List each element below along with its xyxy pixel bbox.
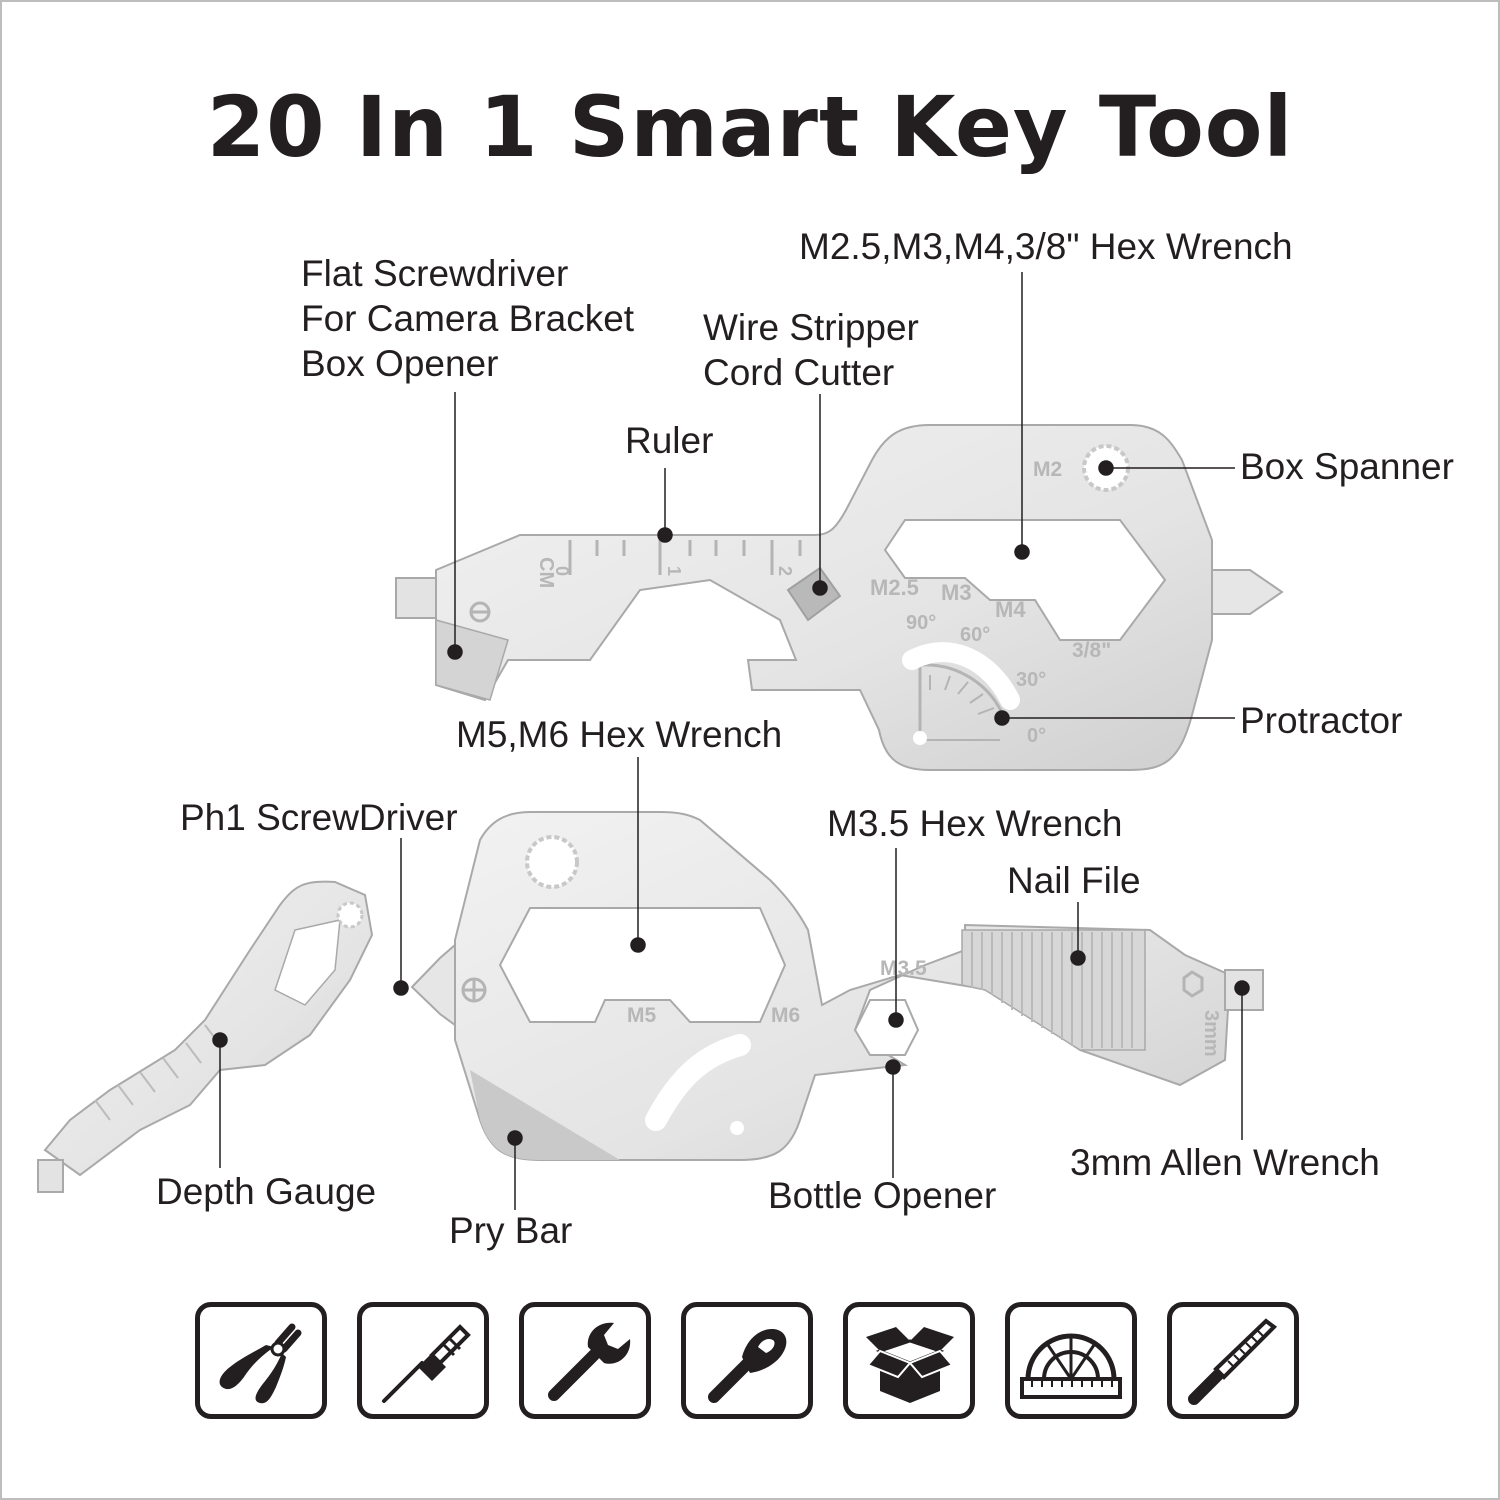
- label-pry-bar: Pry Bar: [449, 1210, 573, 1251]
- engraving-ruler-1: 1: [664, 566, 684, 576]
- top-engravings: M2 M2.5 M3 M4 3/8" 90° 60° 30° 0° CM 0 1…: [535, 458, 1111, 747]
- engraving-m4: M4: [995, 597, 1026, 622]
- label-depth-gauge: Depth Gauge: [156, 1171, 377, 1212]
- protractor-arc: [918, 663, 1007, 740]
- label-flat-screwdriver-line3: Box Opener: [301, 343, 499, 384]
- label-bottle-opener: Bottle Opener: [768, 1175, 997, 1216]
- engraving-cm: CM: [535, 557, 557, 588]
- wrench-icon-box: [519, 1302, 651, 1419]
- box-opener-edge: [435, 619, 509, 701]
- pry-bar-slot: [645, 1034, 751, 1131]
- top-tool: M2 M2.5 M3 M4 3/8" 90° 60° 30° 0° CM 0 1…: [395, 424, 1284, 771]
- label-wire-stripper-line1: Wire Stripper: [703, 307, 919, 348]
- ruler-ticks: [568, 540, 802, 575]
- nail-file-stripes: [971, 932, 1133, 1048]
- screwdriver-icon: [382, 1324, 471, 1403]
- box-icon: [866, 1327, 954, 1403]
- engraving-m35: M3.5: [880, 957, 927, 980]
- pliers-icon-box: [195, 1302, 327, 1419]
- box-icon-box: [843, 1302, 975, 1419]
- engraving-ruler-0: 0: [552, 566, 572, 576]
- label-protractor: Protractor: [1240, 700, 1403, 741]
- engraving-m3: M3: [941, 580, 972, 605]
- leader-lines: [212, 272, 1250, 1210]
- engraving-60: 60°: [960, 624, 990, 646]
- nail-file-icon-box: [1167, 1302, 1299, 1419]
- label-flat-screwdriver-line1: Flat Screwdriver: [301, 253, 569, 294]
- allen-hex-symbol: [1182, 970, 1204, 998]
- m5-m6-hex-cutout: [498, 907, 787, 1023]
- wrench-icon: [548, 1322, 631, 1401]
- wire-stripper-notch: [786, 566, 842, 622]
- label-hex-wrench-m5-m6: M5,M6 Hex Wrench: [456, 714, 783, 755]
- side-view-tip: [37, 1159, 64, 1193]
- engraving-0: 0°: [1027, 725, 1046, 747]
- label-flat-screwdriver-line2: For Camera Bracket: [301, 298, 635, 339]
- screwdriver-icon-box: [357, 1302, 489, 1419]
- label-wire-stripper-line2: Cord Cutter: [703, 352, 895, 393]
- side-view-cutout: [274, 919, 341, 1006]
- page-title: 20 In 1 Smart Key Tool: [206, 78, 1294, 176]
- protractor-icon-box: [1005, 1302, 1137, 1419]
- label-nail-file: Nail File: [1007, 860, 1141, 901]
- side-view-spanner: [336, 901, 364, 929]
- bottom-box-spanner: [525, 835, 579, 889]
- label-wire-stripper: Wire Stripper Cord Cutter: [703, 305, 919, 395]
- pry-bar-hole: [730, 1121, 744, 1135]
- flat-screwdriver-tip: [395, 577, 442, 619]
- label-box-spanner: Box Spanner: [1240, 446, 1454, 487]
- protractor-pivot: [913, 731, 927, 745]
- protractor-ticks: [920, 675, 1000, 741]
- label-ph1-screwdriver: Ph1 ScrewDriver: [180, 797, 458, 838]
- engraving-m5: M5: [627, 1004, 656, 1027]
- engraving-90: 90°: [906, 612, 936, 634]
- protractor-slot: [902, 642, 1020, 710]
- tool-illustration: M2 M2.5 M3 M4 3/8" 90° 60° 30° 0° CM 0 1…: [37, 272, 1284, 1210]
- label-ruler: Ruler: [625, 420, 714, 461]
- nail-file-icon: [1188, 1318, 1278, 1405]
- bottom-tool: M5 M6 M3.5 3mm: [410, 811, 1264, 1161]
- engraving-m25: M2.5: [870, 575, 919, 600]
- engraving-m2: M2: [1033, 458, 1062, 481]
- engraving-m6: M6: [771, 1004, 800, 1027]
- label-flat-screwdriver: Flat Screwdriver For Camera Bracket Box …: [301, 251, 634, 386]
- top-phillips-tip: [1211, 569, 1284, 615]
- m35-hex-notch: [853, 999, 920, 1056]
- engraving-3mm: 3mm: [1200, 1010, 1222, 1057]
- engraving-three-eighths: 3/8": [1072, 639, 1111, 662]
- label-hex-wrench-small: M2.5,M3,M4,3/8" Hex Wrench: [799, 226, 1293, 267]
- bottom-engravings: M5 M6 M3.5 3mm: [627, 957, 1222, 1057]
- pliers-icon: [219, 1323, 302, 1404]
- hex-wrench-cutout: [883, 519, 1167, 641]
- label-allen-wrench: 3mm Allen Wrench: [1070, 1142, 1380, 1183]
- engraving-ruler-2: 2: [775, 566, 795, 576]
- bottom-phillips-tip: [410, 942, 456, 1027]
- nail-file-area: [961, 929, 1146, 1051]
- bottle-opener-icon-box: [681, 1302, 813, 1419]
- bottle-opener-icon: [708, 1329, 787, 1403]
- side-view-tool: [37, 880, 374, 1193]
- label-hex-wrench-m35: M3.5 Hex Wrench: [827, 803, 1123, 844]
- engraving-30: 30°: [1016, 669, 1046, 691]
- bottom-tool-body: [454, 811, 1232, 1161]
- protractor-icon: [1020, 1333, 1122, 1399]
- side-view-ticks: [94, 1024, 221, 1121]
